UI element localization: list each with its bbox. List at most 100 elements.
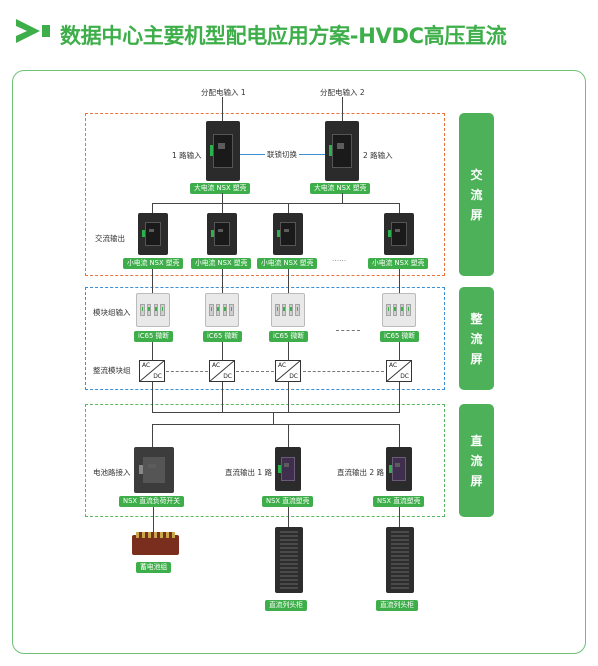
input1-label: 分配电输入 1: [201, 88, 246, 97]
side-char: 屏: [470, 473, 483, 488]
dc-load-switch-tag: NSX 直流负荷开关: [119, 496, 184, 507]
mcb-tag-1: iC65 微断: [134, 331, 174, 342]
dc-breaker-tag-2: NSX 直流塑壳: [373, 496, 425, 507]
dc-out1-label: 直流输出 1 路: [225, 468, 273, 477]
rectifier-module-3: AC DC: [275, 360, 301, 382]
dashed-gap: [236, 371, 274, 372]
input2-label: 分配电输入 2: [320, 88, 365, 97]
mcb-1: [136, 293, 170, 327]
rect-zone: [85, 287, 445, 390]
conv-dc-link: [222, 382, 223, 412]
rack-tag-2: 直流列头柜: [376, 600, 418, 611]
conv-ac-label: AC: [278, 362, 287, 369]
interlock-label: 联锁切换: [265, 149, 299, 160]
ac-bus-tap: [288, 203, 289, 213]
dc-bus-tap: [399, 424, 400, 448]
main-breaker-1: [206, 121, 240, 181]
dc-breaker-1: [275, 447, 301, 491]
dc-load-switch: [134, 447, 174, 493]
dc-out2-label: 直流输出 2 路: [337, 468, 385, 477]
side-label-dc: 直 流 屏: [459, 404, 494, 517]
ellipsis: ......: [332, 254, 347, 263]
ac-rect-link: [399, 269, 400, 293]
output-breaker-3: [273, 213, 303, 255]
conv-ac-label: AC: [212, 362, 221, 369]
output-breaker-tag-2: 小电流 NSX 塑壳: [191, 258, 252, 269]
line1-label: 1 路输入: [172, 151, 202, 160]
dc-head-rack-1: [275, 527, 303, 593]
conv-ac-label: AC: [142, 362, 151, 369]
dashed-gap: [336, 330, 360, 331]
line2-label: 2 路输入: [363, 151, 393, 160]
rectifier-module-4: AC DC: [386, 360, 412, 382]
ac-rect-link: [152, 269, 153, 293]
ac-rect-link: [222, 269, 223, 293]
side-char: 流: [470, 187, 483, 202]
conv-dc-label: DC: [289, 373, 298, 380]
ac-bus-tap: [222, 203, 223, 213]
mcb-tag-4: iC65 微断: [380, 331, 420, 342]
logo-icon: [16, 19, 50, 43]
side-label-ac: 交 流 屏: [459, 113, 494, 276]
mcb-conv-link: [222, 342, 223, 360]
output-breaker-tag-4: 小电流 NSX 塑壳: [368, 258, 429, 269]
rack-tag-1: 直流列头柜: [265, 600, 307, 611]
side-char: 流: [470, 331, 483, 346]
module-input-label: 模块组输入: [93, 308, 131, 317]
dc-bus-tap: [152, 424, 153, 448]
side-char: 流: [470, 453, 483, 468]
main-breaker-tag-1: 大电流 NSX 塑壳: [190, 183, 251, 194]
ac-bus-tap: [399, 203, 400, 213]
side-char: 屏: [470, 207, 483, 222]
conv-dc-link: [399, 382, 400, 412]
side-char: 直: [470, 433, 483, 448]
ac-bus-drop: [222, 193, 223, 203]
output-breaker-tag-3: 小电流 NSX 塑壳: [257, 258, 318, 269]
dc-zone: [85, 404, 445, 517]
mcb-3: [271, 293, 305, 327]
side-char: 屏: [470, 351, 483, 366]
dc-bus-top: [152, 412, 400, 413]
mcb-conv-link: [399, 342, 400, 360]
feed-line: [342, 97, 343, 121]
ac-bus-drop: [342, 193, 343, 203]
feed-line: [222, 97, 223, 121]
rectifier-module-2: AC DC: [209, 360, 235, 382]
page-title: 数据中心主要机型配电应用方案-HVDC高压直流: [60, 24, 507, 48]
ac-zone: [85, 113, 445, 276]
dc-bus: [152, 424, 400, 425]
mcb-conv-link: [288, 342, 289, 360]
ac-output-label: 交流输出: [95, 234, 125, 243]
ac-bus-tap: [152, 203, 153, 213]
output-breaker-tag-1: 小电流 NSX 塑壳: [123, 258, 184, 269]
rack-link: [288, 507, 289, 527]
side-label-rect: 整 流 屏: [459, 287, 494, 390]
dashed-gap: [166, 371, 208, 372]
mcb-tag-3: iC65 微断: [269, 331, 309, 342]
dashed-gap: [303, 371, 384, 372]
module-group-label: 整流模块组: [93, 366, 131, 375]
dc-breaker-2: [386, 447, 412, 491]
dc-head-rack-2: [386, 527, 414, 593]
mcb-tag-2: iC65 微断: [203, 331, 243, 342]
main-breaker-2: [325, 121, 359, 181]
ac-rect-link: [288, 269, 289, 293]
mcb-4: [382, 293, 416, 327]
output-breaker-4: [384, 213, 414, 255]
conv-dc-link: [152, 382, 153, 412]
battery-bank: [132, 532, 179, 555]
diagram-frame: [12, 70, 586, 654]
battery-tag: 蓄电池组: [136, 562, 172, 573]
battery-in-label: 电池路接入: [93, 468, 131, 477]
output-breaker-1: [138, 213, 168, 255]
header: 数据中心主要机型配电应用方案-HVDC高压直流: [0, 0, 598, 62]
battery-link: [153, 507, 154, 535]
side-char: 整: [470, 311, 483, 326]
rectifier-module-1: AC DC: [139, 360, 165, 382]
side-char: 交: [470, 167, 483, 182]
conv-dc-label: DC: [223, 373, 232, 380]
dc-bus-tap: [288, 424, 289, 448]
conv-dc-link: [288, 382, 289, 412]
main-breaker-tag-2: 大电流 NSX 塑壳: [310, 183, 371, 194]
conv-dc-label: DC: [153, 373, 162, 380]
